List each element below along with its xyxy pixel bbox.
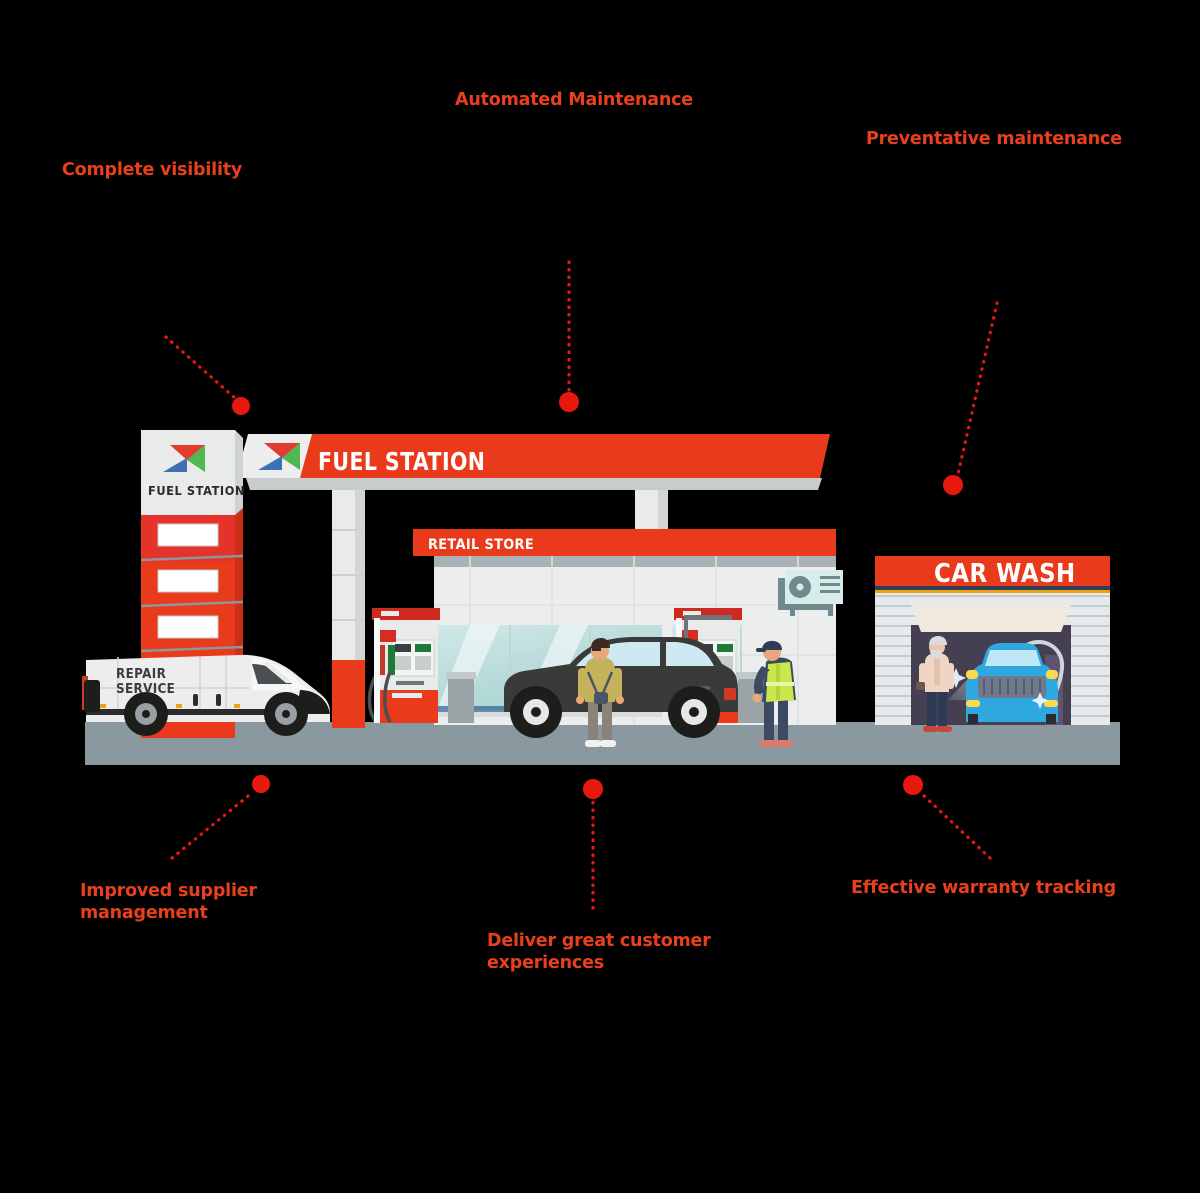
connector-preventative-maintenance-dot[interactable] [943, 475, 963, 495]
car-wash-sign [875, 556, 1110, 586]
connector-automated-maintenance-dot[interactable] [559, 392, 579, 412]
pylon-logo-icon [163, 445, 205, 472]
person-carwash-customer [916, 636, 954, 732]
person-customer [576, 638, 624, 747]
retail-store-sign [413, 529, 836, 556]
connector-preventative-maintenance-line [956, 301, 999, 476]
connector-effective-warranty-dot[interactable] [903, 775, 923, 795]
car-wash-sign-text: CAR WASH [934, 558, 1076, 589]
callout-connectors [164, 260, 999, 910]
van-text-line1: REPAIR [116, 666, 166, 682]
retail-store-sign-text: RETAIL STORE [428, 538, 534, 554]
air-conditioner-icon [778, 570, 843, 616]
connector-improved-supplier-dot[interactable] [252, 775, 270, 793]
person-attendant [752, 640, 796, 747]
car-wash-building [875, 556, 1110, 732]
customer-sedan [504, 637, 738, 738]
trash-bin-left [446, 672, 476, 723]
van-text-line2: SERVICE [116, 681, 175, 697]
connector-complete-visibility-dot[interactable] [232, 397, 250, 415]
callout-label-effective-warranty[interactable]: Effective warranty tracking [851, 878, 1116, 898]
car-wash-car [966, 643, 1058, 724]
connector-effective-warranty-line [920, 792, 992, 860]
callout-label-deliver-experiences[interactable]: Deliver great customer experiences [487, 931, 711, 973]
connector-deliver-experiences-dot[interactable] [583, 779, 603, 799]
service-van [82, 654, 330, 736]
callout-label-automated-maintenance[interactable]: Automated Maintenance [455, 90, 693, 110]
connector-improved-supplier-line [170, 790, 255, 860]
pylon-sign-text: FUEL STATION [148, 484, 245, 498]
fuel-pump-left [367, 608, 440, 724]
callout-label-complete-visibility[interactable]: Complete visibility [62, 160, 243, 180]
callout-label-preventative-maintenance[interactable]: Preventative maintenance [866, 129, 1122, 149]
canopy-sign-text: FUEL STATION [318, 448, 485, 476]
canopy-logo-icon [258, 443, 300, 470]
connector-complete-visibility-line [164, 335, 238, 401]
callout-label-improved-supplier[interactable]: Improved supplier management [80, 881, 257, 923]
